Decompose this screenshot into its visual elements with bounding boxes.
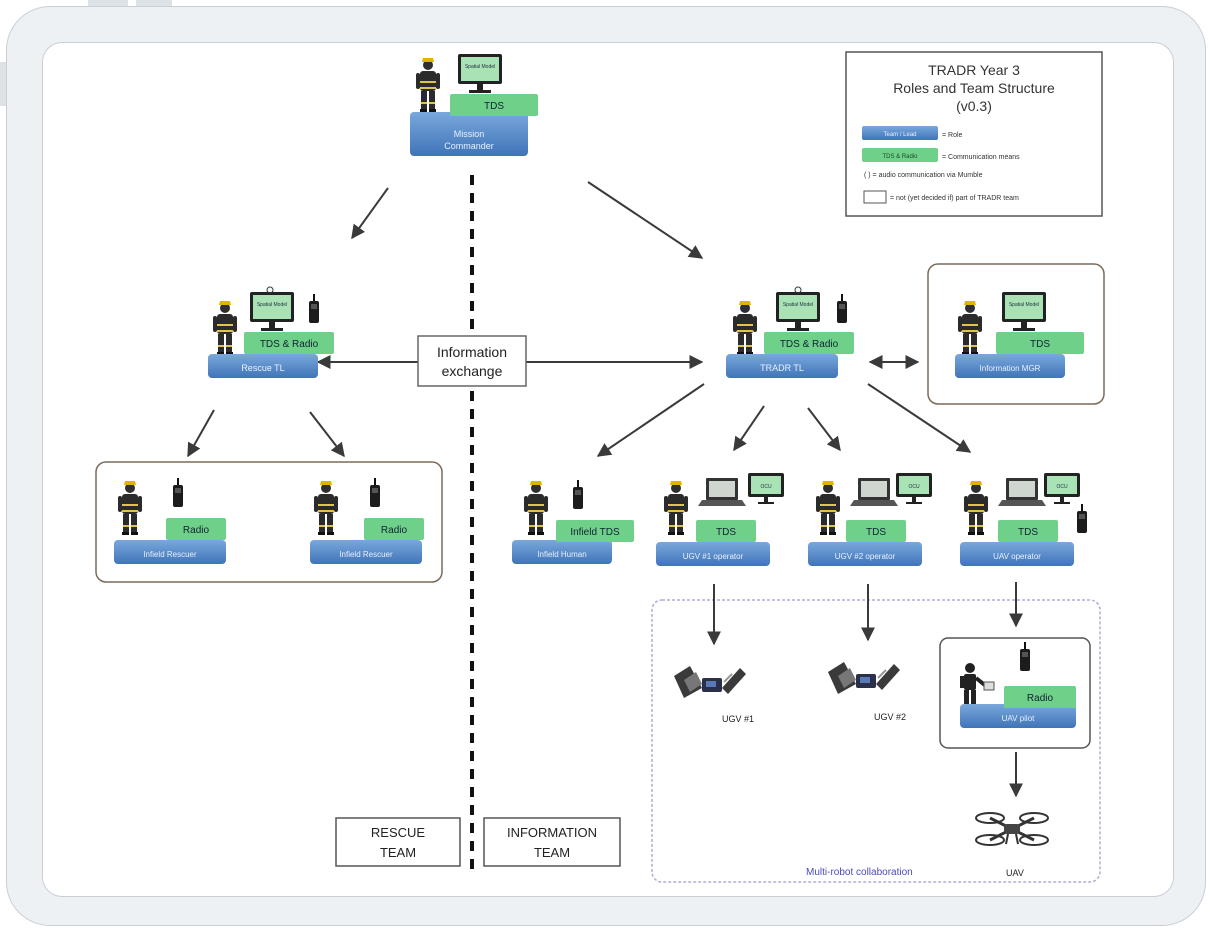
information-mgr-node: Spatial Model Information MGR TDS: [955, 292, 1084, 378]
rescuer-1-label: Infield Rescuer: [143, 550, 197, 559]
uav-operator-node: OCU UAV operator TDS: [960, 473, 1087, 566]
ugv2-ocu-label: OCU: [908, 484, 920, 490]
legend-title-2: Roles and Team Structure: [893, 80, 1055, 96]
rescuer-2-label: Infield Rescuer: [339, 550, 393, 559]
mc-comm-label: TDS: [484, 101, 504, 112]
infield-human-comm: Infield TDS: [570, 527, 620, 538]
uav-op-comm: TDS: [1018, 527, 1038, 538]
rescue-screen-label: Spatial Model: [257, 302, 287, 308]
rescue-team-line-1: RESCUE: [371, 825, 426, 840]
legend-audio-text: ( ) = audio communication via Mumble: [864, 172, 983, 179]
ugv2-label: UGV #2: [874, 712, 906, 722]
info-mgr-group: [927, 263, 1105, 405]
ugv2-op-comm: TDS: [866, 527, 886, 538]
uav-pilot-group: [939, 637, 1091, 749]
infield-rescuer-2-node: Infield Rescuer Radio: [310, 478, 424, 564]
top-tab: [88, 0, 128, 6]
arrow-tradr-ugv1op: [733, 405, 765, 452]
ugv2-operator-label: UGV #2 operator: [835, 552, 896, 561]
ugv1-operator-label: UGV #1 operator: [683, 552, 744, 561]
uav-pilot-node: UAV pilot Radio: [958, 642, 1076, 728]
mc-screen-label: Spatial Model: [465, 64, 495, 70]
arrow-tradr-uavop: [867, 383, 972, 453]
arrow-mc-tradr: [587, 181, 704, 259]
legend-box-text: = not (yet decided if) part of TRADR tea…: [890, 195, 1019, 202]
uav-pilot-comm: Radio: [1027, 693, 1054, 704]
exchange-line-1: Information: [437, 344, 507, 360]
rescue-tl-node: Spatial Model Rescue TL TDS & Radio: [208, 286, 334, 378]
exchange-line-2: exchange: [442, 363, 503, 379]
mc-role-label-2: Commander: [444, 141, 494, 151]
infomgr-comm: TDS: [1030, 339, 1050, 350]
information-exchange-box: Information exchange: [417, 335, 527, 387]
tradr-tl-comm: TDS & Radio: [780, 339, 839, 350]
ugv1-op-comm: TDS: [716, 527, 736, 538]
ugv1-robot-icon: [673, 665, 747, 699]
legend: TRADR Year 3 Roles and Team Structure (v…: [845, 51, 1103, 217]
rescue-team-line-2: TEAM: [380, 845, 416, 860]
rescue-team-label: RESCUE TEAM: [335, 817, 461, 867]
ugv2-robot-icon: [827, 661, 901, 695]
legend-title-1: TRADR Year 3: [928, 62, 1020, 78]
ugv1-label: UGV #1: [722, 714, 754, 724]
ugv1-operator-node: OCU UGV #1 operator TDS: [656, 473, 784, 566]
mission-commander-node: Spatial Model Mission Commander TDS: [410, 54, 538, 156]
multi-robot-label: Multi-robot collaboration: [806, 867, 913, 878]
ugv1-ocu-label: OCU: [760, 484, 772, 490]
rescue-tl-comm: TDS & Radio: [260, 339, 319, 350]
uav-drone-icon: [974, 811, 1050, 847]
infield-rescuer-1-node: Infield Rescuer Radio: [114, 478, 226, 564]
tradr-screen-label: Spatial Model: [783, 302, 813, 308]
info-team-line-2: TEAM: [534, 845, 570, 860]
arrow-tradr-human: [596, 383, 705, 457]
rescue-tl-label: Rescue TL: [241, 363, 284, 373]
uav-label: UAV: [1006, 868, 1024, 878]
infield-human-label: Infield Human: [537, 550, 586, 559]
infomgr-label: Information MGR: [980, 364, 1041, 373]
arrow-mc-rescue: [351, 187, 389, 240]
info-team-line-1: INFORMATION: [507, 825, 597, 840]
infield-human-node: Infield Human Infield TDS: [512, 480, 634, 564]
legend-title-3: (v0.3): [956, 98, 992, 114]
ugv2-operator-node: OCU UGV #2 operator TDS: [808, 473, 932, 566]
legend-comm-text: = Communication means: [942, 154, 1020, 161]
uav-operator-label: UAV operator: [993, 552, 1041, 561]
arrow-rescue-rescuer1: [187, 409, 215, 458]
mc-role-label-1: Mission: [454, 129, 485, 139]
uav-ocu-label: OCU: [1056, 484, 1068, 490]
legend-role-text: = Role: [942, 132, 963, 139]
uav-pilot-label: UAV pilot: [1002, 714, 1036, 723]
rescuer-2-comm: Radio: [381, 525, 408, 536]
legend-role-swatch: Team / Lead: [883, 132, 916, 138]
legend-comm-swatch: TDS & Radio: [882, 154, 918, 160]
multi-robot-group: [651, 599, 1101, 883]
rescuer-1-comm: Radio: [183, 525, 210, 536]
arrow-tradr-ugv2op: [807, 407, 841, 452]
rescuers-group: [95, 461, 443, 583]
arrow-rescue-rescuer2: [309, 411, 345, 458]
tradr-tl-node: Spatial Model TRADR TL TDS & Radio: [726, 286, 854, 378]
tradr-tl-label: TRADR TL: [760, 363, 804, 373]
side-tab: [0, 62, 6, 106]
infomgr-screen-label: Spatial Model: [1009, 302, 1039, 308]
information-team-label: INFORMATION TEAM: [483, 817, 621, 867]
top-tab-2: [136, 0, 172, 6]
